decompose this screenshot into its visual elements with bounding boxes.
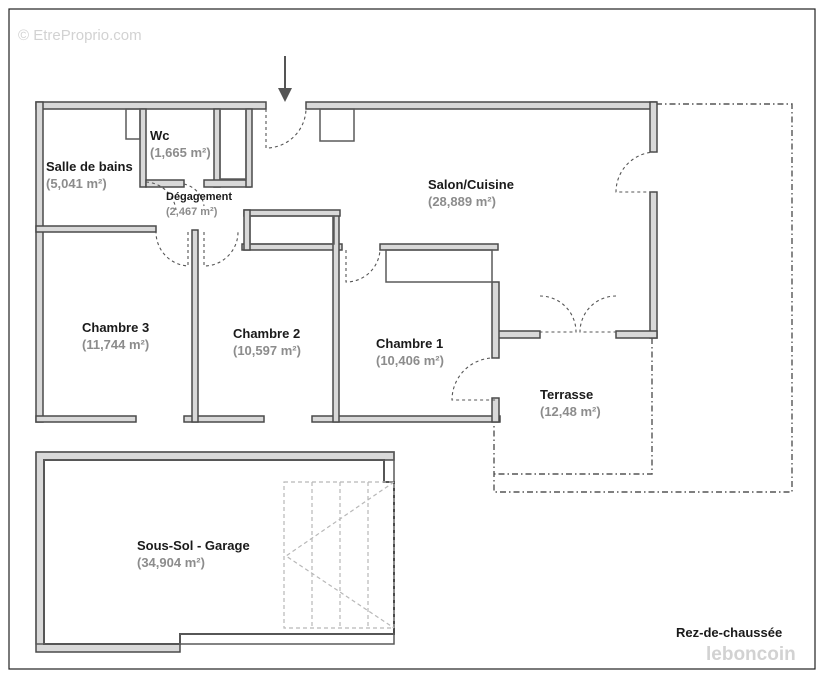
room-area: (2,467 m²) — [166, 206, 218, 218]
room-chambre-2: Chambre 2 (10,597 m²) — [233, 326, 301, 358]
garage-walls — [35, 451, 395, 653]
stairs — [283, 481, 395, 629]
entrance-arrow-icon — [278, 56, 292, 102]
room-sous-sol-garage: Sous-Sol - Garage (34,904 m²) — [137, 538, 250, 570]
room-name: Sous-Sol - Garage — [137, 538, 250, 553]
terrace-outline — [493, 103, 793, 493]
house-walls — [35, 101, 658, 423]
door-swings — [145, 108, 657, 401]
room-name: Chambre 3 — [82, 320, 149, 335]
room-name: Salon/Cuisine — [428, 177, 514, 192]
room-wc: Wc (1,665 m²) — [150, 128, 211, 160]
watermark-bottom: leboncoin — [706, 644, 796, 665]
room-degagement: Dégagement (2,467 m²) — [166, 191, 232, 218]
room-area: (12,48 m²) — [540, 404, 601, 419]
room-name: Terrasse — [540, 387, 593, 402]
room-name: Chambre 2 — [233, 326, 300, 341]
room-salle-de-bains: Salle de bains (5,041 m²) — [46, 159, 133, 191]
room-area: (10,597 m²) — [233, 343, 301, 358]
room-name: Salle de bains — [46, 159, 133, 174]
level-label: Rez-de-chaussée — [676, 625, 782, 640]
room-area: (11,744 m²) — [82, 337, 149, 352]
room-area: (34,904 m²) — [137, 555, 205, 570]
cupboards — [125, 108, 493, 283]
room-name: Dégagement — [166, 191, 232, 203]
room-chambre-1: Chambre 1 (10,406 m²) — [376, 336, 444, 368]
watermark-top: © EtreProprio.com — [18, 27, 142, 44]
room-area: (5,041 m²) — [46, 176, 107, 191]
room-chambre-3: Chambre 3 (11,744 m²) — [82, 320, 149, 352]
room-area: (28,889 m²) — [428, 194, 496, 209]
room-name: Chambre 1 — [376, 336, 443, 351]
room-salon-cuisine: Salon/Cuisine (28,889 m²) — [428, 177, 514, 209]
terrace-inner-outline — [494, 338, 653, 475]
room-area: (10,406 m²) — [376, 353, 444, 368]
room-area: (1,665 m²) — [150, 145, 211, 160]
room-name: Wc — [150, 128, 170, 143]
room-terrasse: Terrasse (12,48 m²) — [540, 387, 601, 419]
